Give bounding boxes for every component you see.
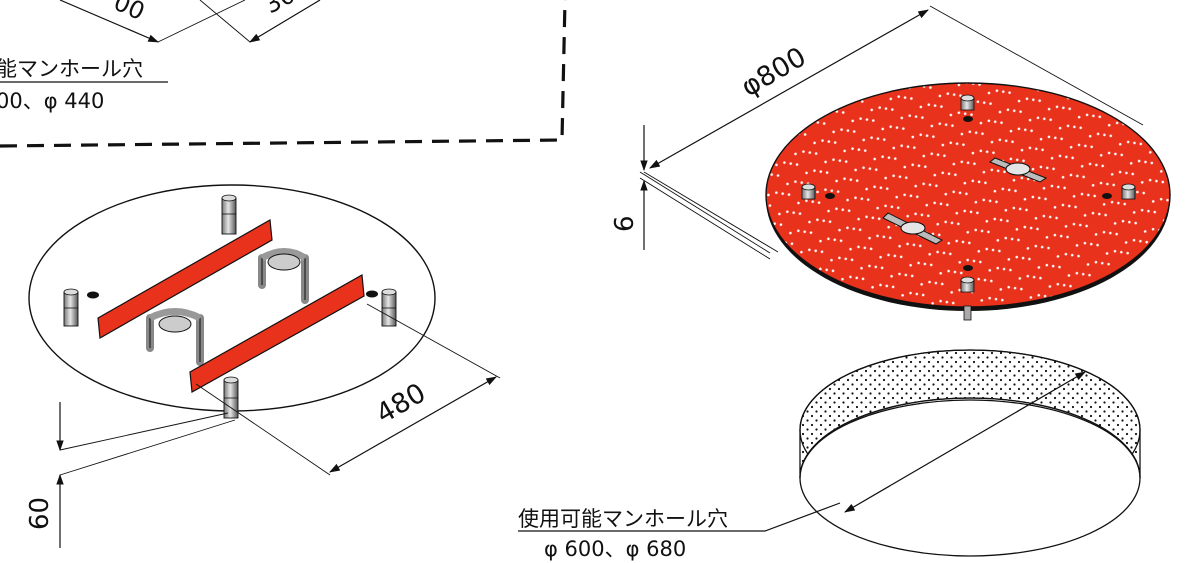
handle-bar-icon bbox=[989, 157, 1048, 183]
bottom-usable-hole-sizes: φ 600、φ 680 bbox=[544, 537, 686, 561]
left-figure-underside: 480 60 bbox=[25, 184, 501, 548]
pin-top bbox=[221, 194, 237, 235]
cylinder-pin-icon bbox=[960, 276, 975, 321]
top-usable-hole-sizes: 00、φ 440 bbox=[0, 89, 104, 113]
cylinder-pin-icon bbox=[801, 183, 816, 200]
bottom-note: 使用可能マンホール穴 φ 600、φ 680 bbox=[518, 502, 841, 561]
top-usable-hole-label: 能マンホール穴 bbox=[0, 57, 143, 81]
dim-width-480: 480 bbox=[371, 377, 431, 430]
partial-dim-left: 00 bbox=[110, 0, 149, 26]
dim-height-60: 60 bbox=[25, 497, 55, 530]
dim-diameter-800: φ800 bbox=[736, 42, 812, 104]
handle-bar-icon bbox=[258, 248, 309, 304]
right-figure-topside: φ800 6 bbox=[610, 5, 1171, 321]
red-flange-lower bbox=[189, 274, 365, 393]
pin-left bbox=[63, 288, 79, 327]
handle-bar-icon bbox=[882, 212, 943, 245]
cylinder-pin-icon bbox=[960, 94, 975, 111]
cylinder-pin-icon bbox=[1121, 183, 1136, 200]
pin-bottom bbox=[223, 376, 239, 419]
bottom-usable-hole-label: 使用可能マンホール穴 bbox=[518, 507, 728, 531]
pin-right bbox=[381, 288, 397, 327]
dashed-frame bbox=[0, 0, 567, 148]
red-flange-upper bbox=[97, 219, 273, 339]
manhole-opening bbox=[799, 349, 1141, 557]
dim-thickness-6: 6 bbox=[610, 215, 640, 232]
top-left-note: 00 30 能マンホール穴 00、φ 440 bbox=[0, 0, 567, 148]
handle-bar-icon bbox=[146, 308, 204, 366]
